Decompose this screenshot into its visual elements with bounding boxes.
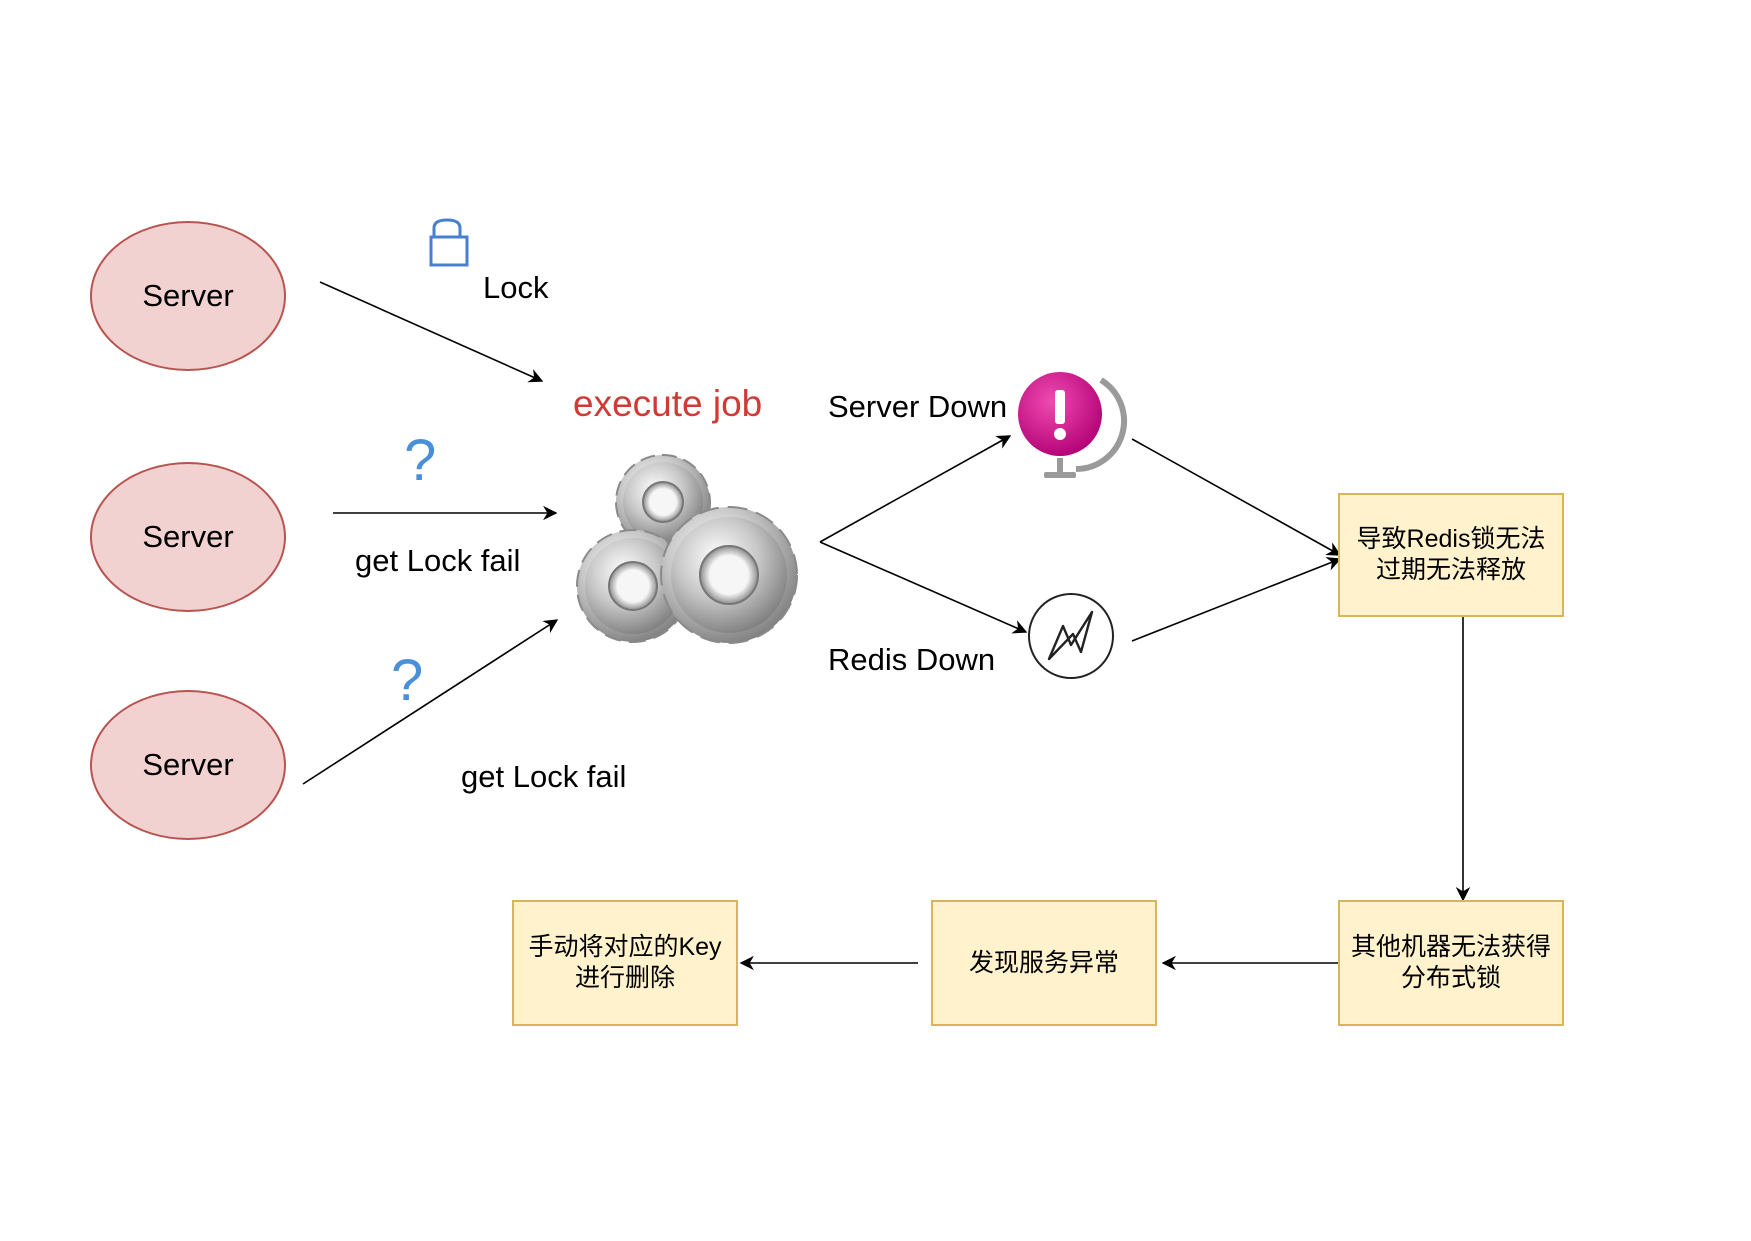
expire-box-label: 导致Redis锁无法 过期无法释放 bbox=[1356, 525, 1546, 584]
server-down-label: Server Down bbox=[828, 389, 1008, 424]
warning-globe-icon bbox=[1018, 372, 1128, 478]
delete-box[interactable]: 手动将对应的Key 进行删除 bbox=[512, 900, 738, 1026]
redis-down-label: Redis Down bbox=[828, 642, 996, 677]
server-label: Server bbox=[142, 278, 234, 313]
no-lock-box[interactable]: 其他机器无法获得 分布式锁 bbox=[1338, 900, 1564, 1026]
server-node-1[interactable]: Server bbox=[90, 221, 286, 371]
question-mark-2: ? bbox=[391, 648, 424, 713]
server-label: Server bbox=[142, 519, 234, 554]
server-label: Server bbox=[142, 747, 234, 782]
edge-lock bbox=[319, 281, 544, 383]
edge-get-lock-fail-2 bbox=[302, 619, 559, 785]
gears-icon bbox=[576, 454, 798, 644]
delete-box-label: 手动将对应的Key 进行删除 bbox=[528, 933, 722, 992]
execute-job-label: execute job bbox=[573, 383, 763, 424]
get-lock-fail-label-2: get Lock fail bbox=[461, 759, 627, 794]
question-mark-1: ? bbox=[404, 428, 437, 493]
lightning-icon bbox=[1028, 593, 1114, 679]
get-lock-fail-label-1: get Lock fail bbox=[355, 543, 521, 578]
found-box-label: 发现服务异常 bbox=[968, 948, 1119, 977]
edge-server-down bbox=[819, 435, 1012, 543]
server-node-3[interactable]: Server bbox=[90, 690, 286, 840]
found-box[interactable]: 发现服务异常 bbox=[931, 900, 1157, 1026]
lock-label: Lock bbox=[483, 270, 549, 305]
no-lock-box-label: 其他机器无法获得 分布式锁 bbox=[1350, 933, 1551, 992]
server-node-2[interactable]: Server bbox=[90, 462, 286, 612]
edge-server-down-to-box bbox=[1131, 438, 1342, 556]
edge-redis-down bbox=[819, 541, 1028, 634]
edge-redis-down-to-box bbox=[1131, 557, 1342, 642]
lock-icon bbox=[429, 218, 469, 267]
expire-box[interactable]: 导致Redis锁无法 过期无法释放 bbox=[1338, 493, 1564, 617]
